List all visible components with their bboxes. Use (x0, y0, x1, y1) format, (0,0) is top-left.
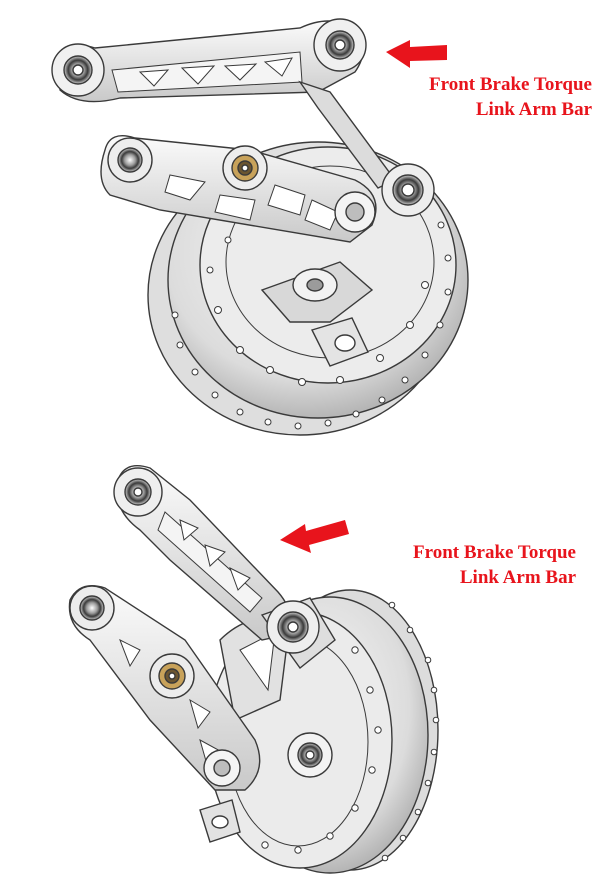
top-arrow (386, 40, 447, 68)
top-annotation-label: Front Brake Torque Link Arm Bar (429, 72, 592, 122)
bottom-annotation-line1: Front Brake Torque (413, 542, 576, 563)
top-annotation-line2: Link Arm Bar (475, 99, 592, 120)
bottom-disc-holes (261, 601, 440, 862)
bottom-axle-bearing (260, 597, 336, 670)
bottom-annotation-label: Front Brake Torque Link Arm Bar (413, 540, 576, 590)
top-assembly (51, 18, 469, 436)
bottom-annotation-line2: Link Arm Bar (459, 567, 576, 588)
bottom-assembly (68, 465, 440, 874)
top-torque-link-arm-bar (51, 18, 397, 189)
bottom-torque-link-arm-bar (113, 465, 291, 641)
top-swing-arm (100, 135, 377, 243)
bottom-arrow (280, 520, 349, 553)
bottom-swing-arm (68, 585, 261, 843)
top-annotation-line1: Front Brake Torque (429, 74, 592, 95)
